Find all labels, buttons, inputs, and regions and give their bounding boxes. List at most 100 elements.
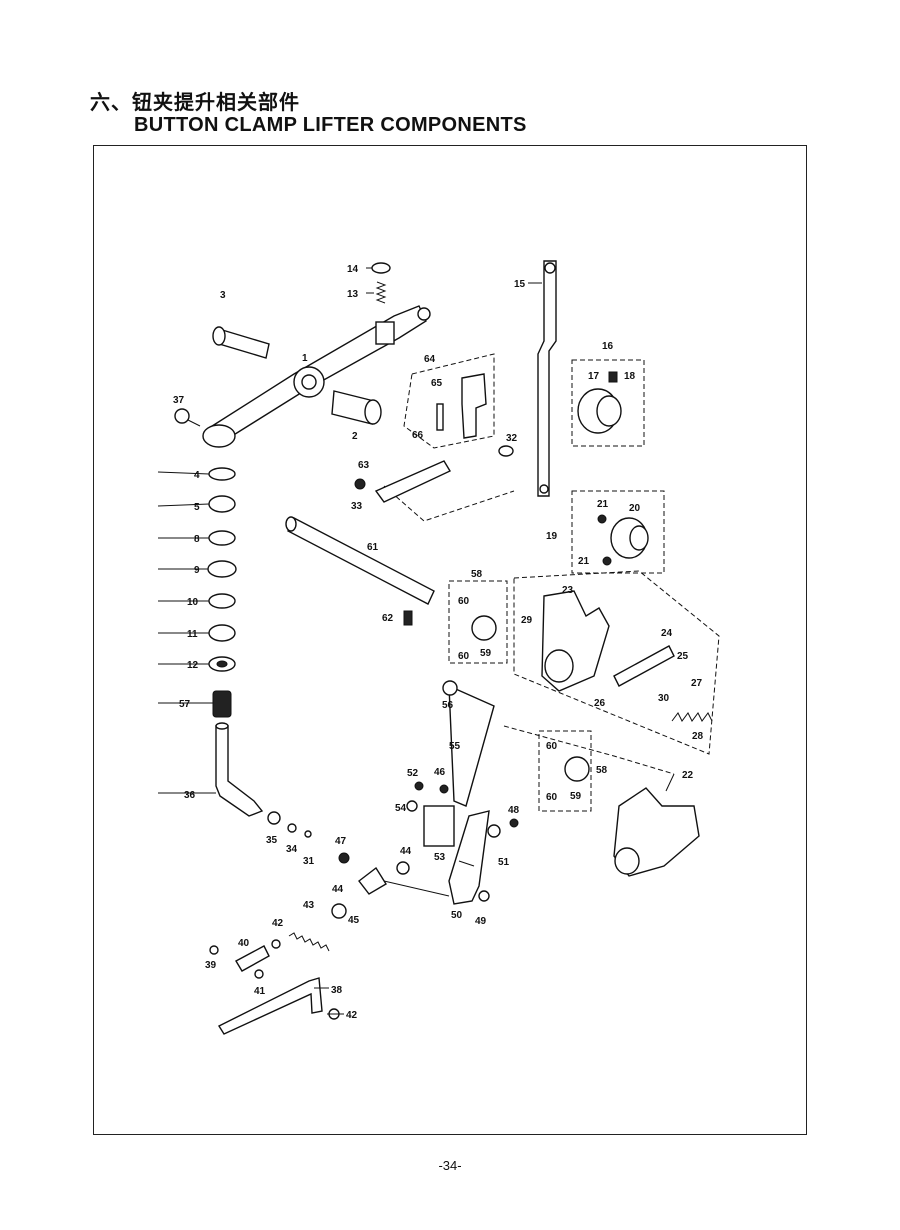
callout-17: 17 (588, 371, 600, 382)
callout-42-lower: 42 (346, 1010, 358, 1021)
main-shaft (287, 517, 435, 605)
nut-35 (267, 811, 281, 825)
callout-51: 51 (498, 857, 510, 868)
shaft-end (285, 516, 297, 532)
crank-44 (358, 866, 387, 895)
nut-33 (354, 478, 366, 490)
page-header: 六、钮夹提升相关部件 BUTTON CLAMP LIFTER COMPONENT… (90, 90, 527, 136)
lever-screw-shank (187, 419, 201, 427)
lever-hub-hole (301, 374, 317, 390)
callout-14: 14 (347, 264, 359, 275)
callout-26: 26 (594, 698, 606, 709)
linkage-wire (383, 880, 450, 897)
setscrew-21-b (602, 556, 612, 566)
callout-49: 49 (475, 916, 487, 927)
callout-42-upper: 42 (272, 918, 284, 929)
top-washer (371, 262, 391, 274)
callout-59-upper: 59 (480, 648, 492, 659)
nut-44 (396, 861, 410, 875)
callout-46: 46 (434, 767, 446, 778)
group-box-16 (571, 359, 645, 447)
callout-66: 66 (412, 430, 424, 441)
washer-4 (208, 467, 236, 481)
connecting-link (448, 684, 495, 807)
link-plate (613, 645, 675, 687)
callout-64: 64 (424, 354, 436, 365)
callout-47: 47 (335, 836, 347, 847)
rocker-bracket (461, 373, 487, 439)
collar-59-upper (471, 615, 497, 641)
link-arm (374, 460, 451, 503)
callout-65: 65 (431, 378, 443, 389)
washer-10 (208, 593, 236, 609)
callout-35: 35 (266, 835, 278, 846)
page-number: -34- (438, 1158, 462, 1173)
lever-tip-hole (417, 307, 431, 321)
title-english: BUTTON CLAMP LIFTER COMPONENTS (134, 114, 527, 136)
washer-8 (208, 530, 236, 546)
callout-28: 28 (692, 731, 704, 742)
callout-61: 61 (367, 542, 379, 553)
screw-31 (304, 830, 312, 838)
rod-bottom-hole (539, 484, 549, 494)
group-box-19 (571, 490, 665, 574)
leader-lines (157, 267, 675, 1015)
callout-21-a: 21 (597, 499, 609, 510)
callout-30: 30 (658, 693, 670, 704)
shaft-top (215, 722, 229, 730)
shaft-screw-62 (403, 610, 413, 626)
leader-dash-63 (383, 485, 515, 522)
callout-23: 23 (562, 585, 574, 596)
rod-top-hole (544, 262, 556, 274)
callout-50: 50 (451, 910, 463, 921)
nut-45 (331, 903, 347, 919)
callout-3: 3 (220, 290, 226, 301)
screw-39 (209, 945, 219, 955)
callout-60-b: 60 (458, 651, 470, 662)
callout-27: 27 (691, 678, 703, 689)
callout-58-lower: 58 (596, 765, 608, 776)
callout-59-lower: 59 (570, 791, 582, 802)
callout-18: 18 (624, 371, 636, 382)
tension-spring (375, 281, 387, 304)
callout-39: 39 (205, 960, 217, 971)
callout-4: 4 (194, 470, 200, 481)
return-spring (671, 712, 713, 722)
washer-11 (208, 624, 236, 642)
callout-63: 63 (358, 460, 370, 471)
setscrew-21-a (597, 514, 607, 524)
diagram-drawing: 1 2 3 4 5 8 9 10 11 12 13 14 15 16 17 18… (157, 260, 720, 1035)
lever-screw (174, 408, 190, 424)
link-rod (537, 260, 557, 497)
washer-5 (208, 495, 236, 513)
lever-50 (448, 810, 490, 905)
callout-60-d: 60 (546, 792, 558, 803)
nut-48 (509, 818, 519, 828)
group-box-58-lower (538, 730, 592, 812)
callout-24: 24 (661, 628, 673, 639)
callout-16: 16 (602, 341, 614, 352)
callout-25: 25 (677, 651, 689, 662)
title-chinese: 六、钮夹提升相关部件 (90, 90, 300, 114)
callout-45: 45 (348, 915, 360, 926)
callout-31: 31 (303, 856, 315, 867)
screw-51 (487, 824, 501, 838)
joint-40 (235, 945, 270, 972)
callout-20: 20 (629, 503, 641, 514)
callout-38: 38 (331, 985, 343, 996)
group-box-64 (403, 353, 495, 449)
bracket-bolt (436, 403, 444, 431)
callout-15: 15 (514, 279, 526, 290)
collar-59-lower (564, 756, 590, 782)
washer-9 (207, 560, 237, 578)
callout-11: 11 (187, 629, 198, 640)
callout-62: 62 (382, 613, 394, 624)
callout-53: 53 (434, 852, 446, 863)
callout-52: 52 (407, 768, 419, 779)
lever-bracket (375, 321, 395, 345)
callout-33: 33 (351, 501, 363, 512)
collar-20-bore (629, 525, 649, 551)
callout-32: 32 (506, 433, 518, 444)
nut-42-upper (271, 939, 281, 949)
button-clamp-hub (614, 847, 640, 875)
